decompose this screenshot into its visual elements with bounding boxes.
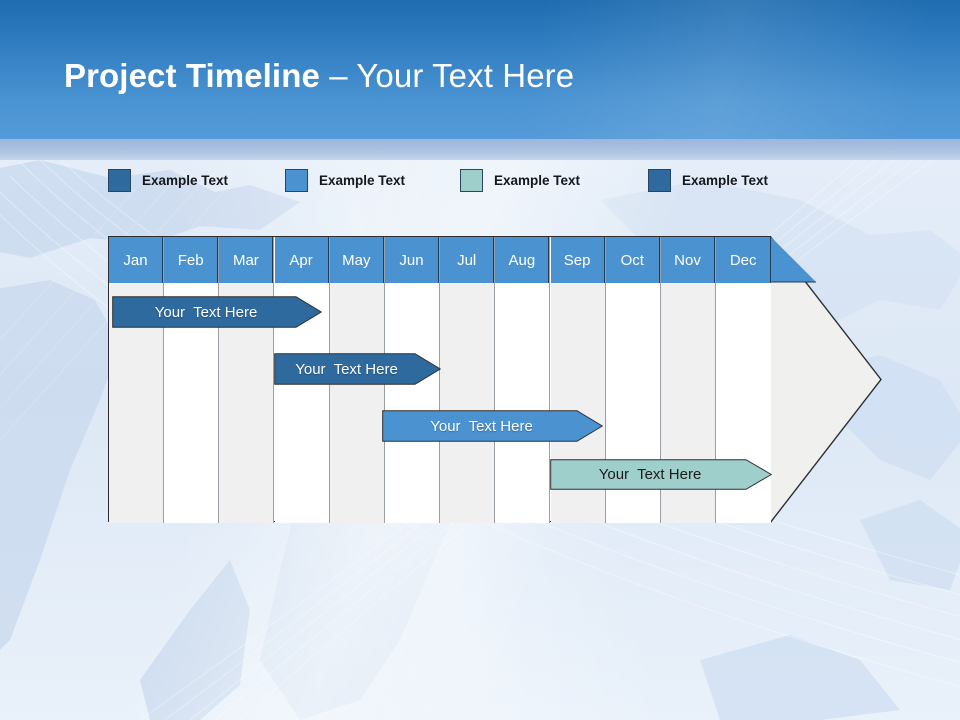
legend-item-2[interactable]: Example Text: [285, 168, 405, 192]
legend-item-label: Example Text: [142, 172, 229, 188]
timeline-bar-1[interactable]: Your Text Here: [112, 296, 322, 328]
page-title-light: Your Text Here: [356, 57, 575, 94]
month-header-jul[interactable]: Jul: [440, 237, 495, 283]
timeline-bar-label: Your Text Here: [154, 303, 258, 321]
title-banner: [0, 0, 960, 139]
legend-item-3[interactable]: Example Text: [460, 168, 580, 192]
timeline-bar-4[interactable]: Your Text Here: [550, 459, 772, 490]
month-header-mar[interactable]: Mar: [219, 237, 274, 283]
legend-swatch-icon: [285, 168, 308, 192]
title-banner-sheen: [0, 0, 960, 139]
timeline-bar-shape: [550, 459, 772, 490]
legend: Example Text Example Text Example Text Exam…: [108, 168, 828, 196]
timeline-column-feb: Feb: [164, 237, 220, 523]
timeline-bar-shape: [274, 353, 441, 385]
timeline-column-mar: Mar: [219, 237, 275, 523]
timeline-bar-label: Your Text Here: [430, 417, 533, 435]
month-header-may[interactable]: May: [329, 237, 384, 283]
month-header-feb[interactable]: Feb: [164, 237, 219, 283]
month-header-apr[interactable]: Apr: [274, 237, 329, 283]
month-header-dec[interactable]: Dec: [716, 237, 772, 283]
month-header-jan[interactable]: Jan: [109, 237, 163, 283]
legend-item-1[interactable]: Example Text: [108, 168, 228, 192]
timeline-column-jul: Jul: [440, 237, 496, 523]
legend-item-4[interactable]: Example Text: [648, 168, 768, 192]
timeline-arrow-head: [770, 236, 882, 523]
legend-swatch-icon: [460, 168, 483, 192]
timeline-bar-label: Your Text Here: [295, 360, 398, 378]
legend-item-label: Example Text: [319, 172, 406, 188]
timeline-column-aug: Aug: [495, 237, 551, 523]
page-title: Project Timeline – Your Text Here: [64, 57, 574, 95]
month-header-oct[interactable]: Oct: [605, 237, 660, 283]
timeline-bar-shape: [382, 410, 603, 442]
month-header-sep[interactable]: Sep: [550, 237, 605, 283]
legend-item-label: Example Text: [494, 172, 581, 188]
timeline-bar-label: Your Text Here: [598, 466, 702, 483]
timeline-column-jan: Jan: [109, 237, 164, 523]
title-underband: [0, 139, 960, 160]
timeline-bar-3[interactable]: Your Text Here: [382, 410, 603, 442]
month-header-nov[interactable]: Nov: [661, 237, 715, 283]
page-title-bold: Project Timeline: [64, 57, 320, 94]
timeline-bar-shape: [112, 296, 322, 328]
month-header-jun[interactable]: Jun: [385, 237, 439, 283]
legend-item-label: Example Text: [682, 172, 769, 188]
legend-swatch-icon: [108, 168, 131, 192]
month-header-aug[interactable]: Aug: [495, 237, 550, 283]
timeline-bar-2[interactable]: Your Text Here: [274, 353, 441, 385]
legend-swatch-icon: [648, 168, 671, 192]
page-title-separator: –: [319, 57, 357, 94]
